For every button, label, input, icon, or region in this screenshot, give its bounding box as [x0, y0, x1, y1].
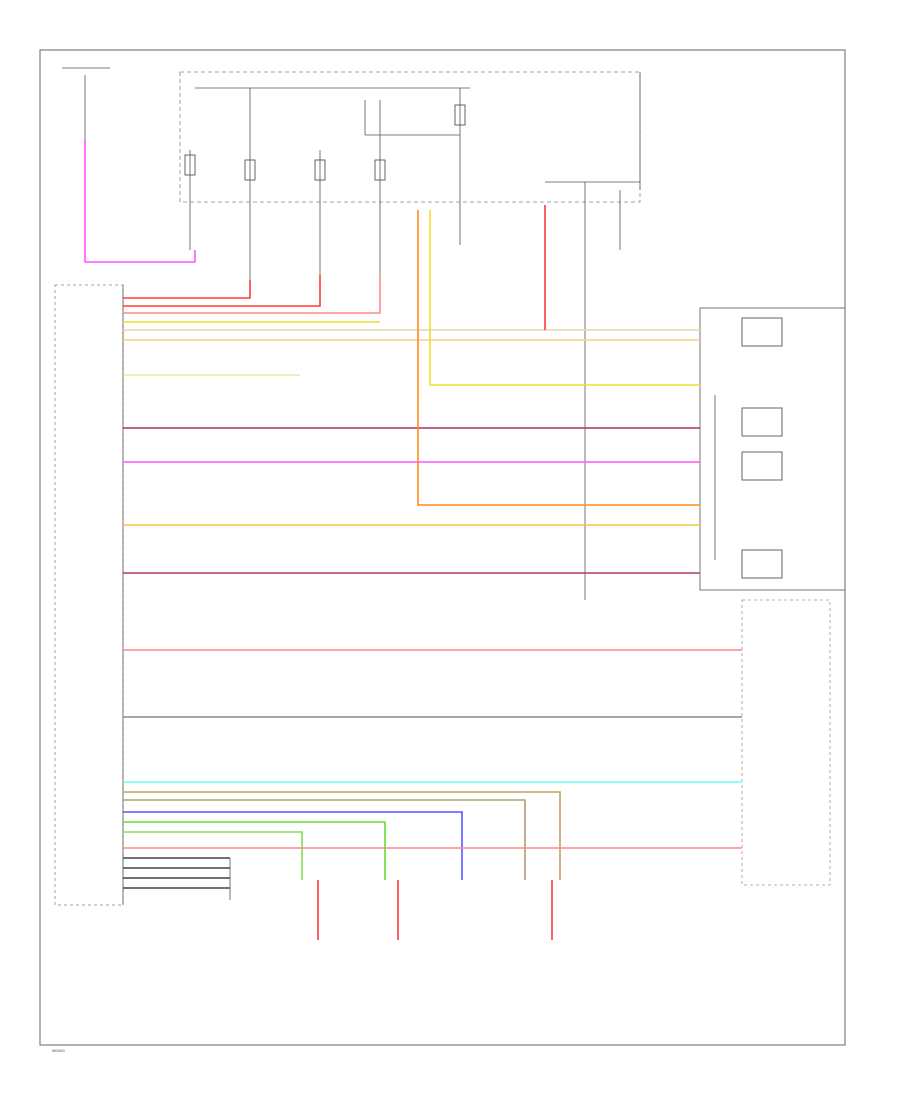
- wire-magenta: [84, 140, 196, 263]
- wire-green: [123, 821, 386, 880]
- wire-red: [123, 275, 321, 307]
- wire-red: [123, 280, 251, 299]
- range-switch-box: [741, 599, 831, 886]
- fuse-symbol: [314, 159, 326, 181]
- fuse-box: [179, 71, 641, 203]
- solenoid-symbol: [741, 407, 783, 437]
- wire-blue: [123, 811, 463, 880]
- wire-orange: [417, 210, 700, 506]
- wire-pink: [123, 275, 381, 314]
- wire-tan: [123, 791, 561, 880]
- wire-green: [123, 831, 303, 880]
- fuse-symbol: [244, 159, 256, 181]
- fuse-symbol: [184, 154, 196, 176]
- footer-code: W0000: [52, 1049, 65, 1053]
- diagram-frame: [39, 49, 846, 1046]
- solenoid-symbol: [741, 317, 783, 347]
- transmission-component-box: [699, 307, 846, 591]
- solenoid-symbol: [741, 451, 783, 481]
- wire-yellow: [429, 210, 700, 386]
- solenoid-symbol: [741, 549, 783, 579]
- control-module-box: [54, 284, 124, 906]
- fuse-symbol: [374, 159, 386, 181]
- wire-tan: [123, 799, 526, 880]
- fuse-symbol: [454, 104, 466, 126]
